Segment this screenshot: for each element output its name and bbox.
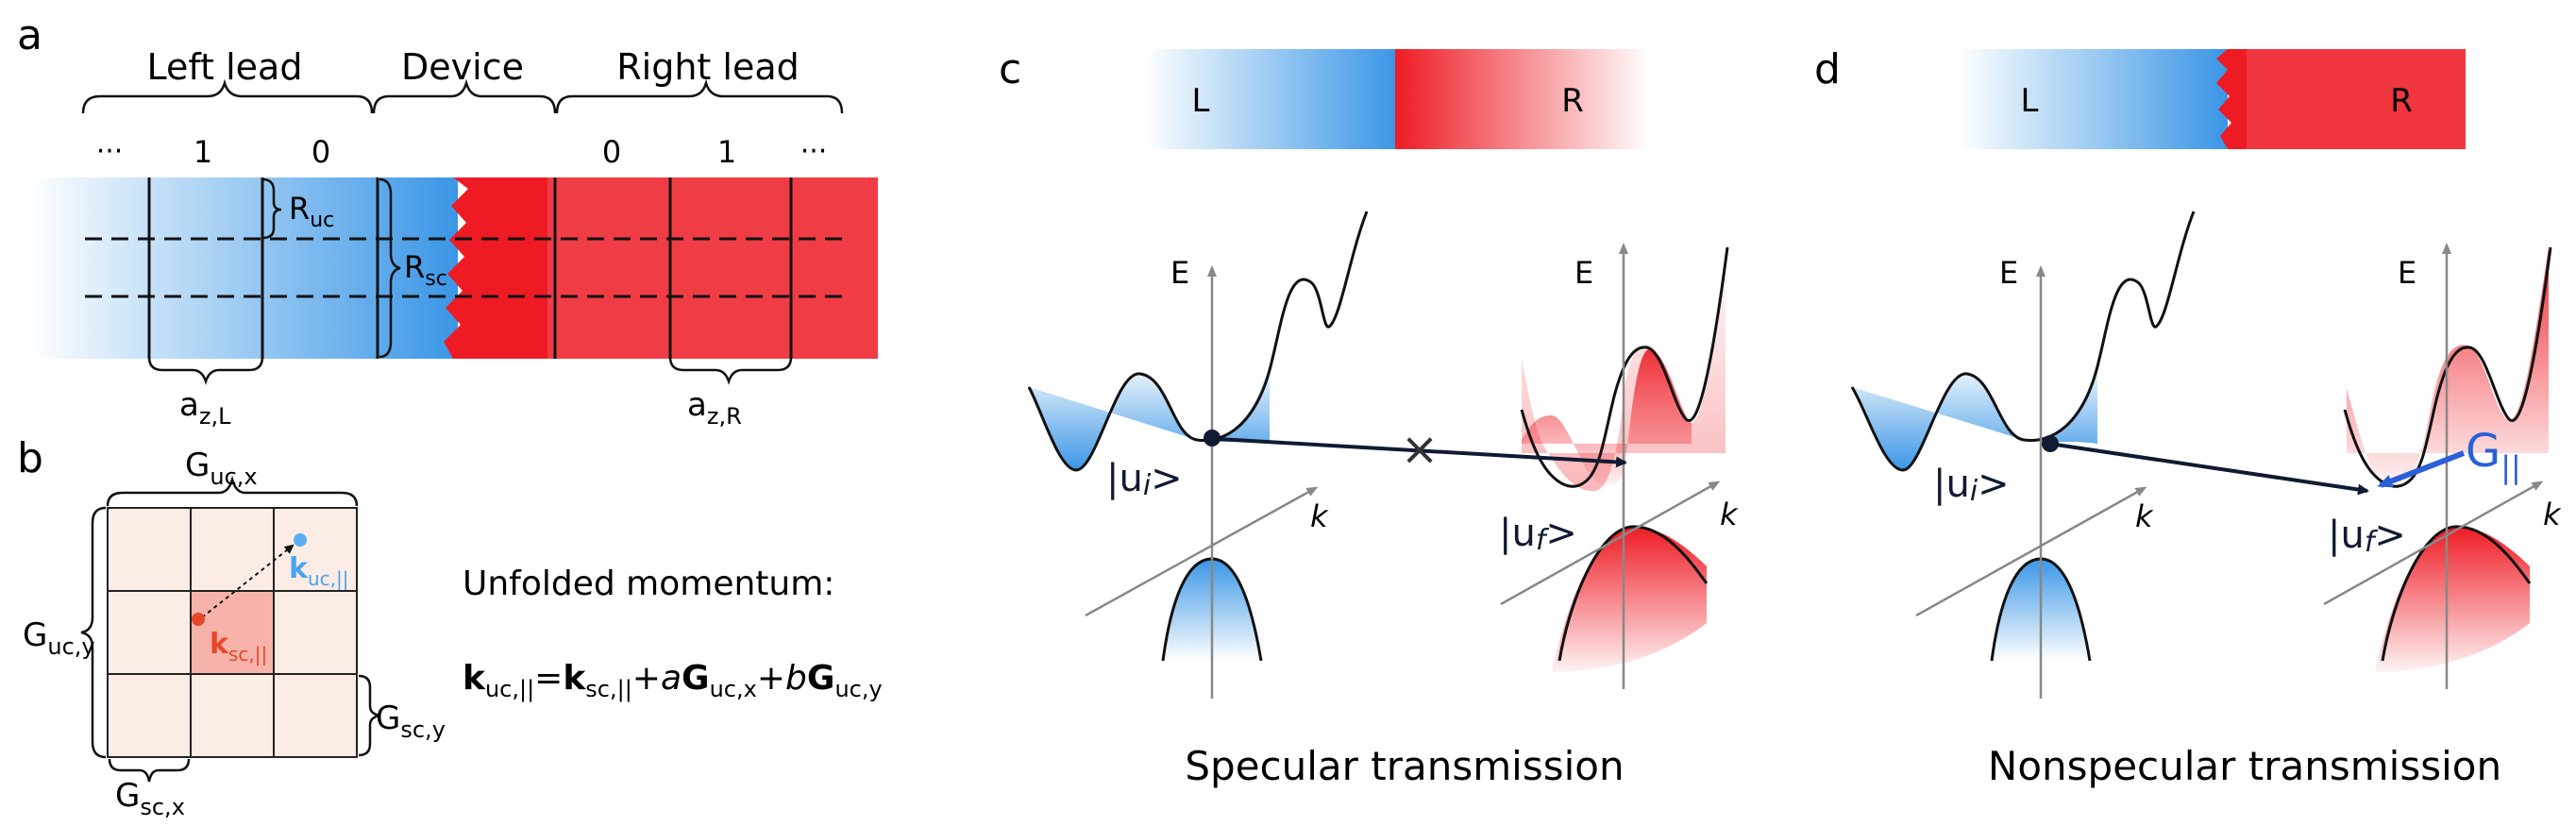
d-bar-left [1958, 49, 2228, 149]
d-caption: Nonspecular transmission [1988, 743, 2501, 789]
panel-b: b kuc,|| ksc,|| Guc,x Guc,y Gsc,y Gsc,x [17, 434, 883, 820]
panel-c: c L R E k E k × |ui> |uf> Specula [999, 45, 1739, 789]
g-scy-label: Gsc,y [376, 700, 446, 743]
left-cell-1: 1 [194, 134, 212, 170]
left-cell-0: 0 [311, 134, 330, 170]
c-forbidden-cross: × [1401, 423, 1439, 476]
c-right-lower-band [1557, 525, 1709, 662]
panel-d-letter: d [1814, 45, 1841, 93]
c-right-k-axis [1500, 480, 1721, 606]
d-right-upper-band [2343, 246, 2552, 488]
ellipsis-left: ··· [96, 135, 124, 168]
c-left-k-axis [1085, 486, 1319, 617]
d-right-k-axis [2323, 480, 2544, 606]
c-bar-right [1395, 49, 1650, 149]
c-transition-arrow [1217, 437, 1627, 468]
brace-left-lead [81, 78, 374, 114]
c-left-upper-band [1027, 211, 1369, 472]
d-right-e-label: E [2398, 255, 2416, 291]
c-right-k-label: k [1720, 497, 1739, 532]
right-cell-0: 0 [602, 134, 621, 170]
c-caption: Specular transmission [1185, 743, 1624, 789]
c-left-e-label: E [1170, 255, 1189, 291]
device-label: Device [401, 46, 524, 88]
left-lead-label: Left lead [147, 46, 303, 88]
d-bar-right-label: R [2390, 82, 2413, 120]
right-lead-region [547, 177, 878, 359]
k-uc-dot [294, 533, 307, 547]
unfolded-momentum-equation: kuc,||=ksc,||+aGuc,x+bGuc,y [463, 659, 883, 702]
right-cell-1: 1 [717, 134, 736, 170]
c-right-upper-band [1520, 246, 1729, 488]
c-bar-right-label: R [1561, 82, 1584, 120]
c-ui-label: |ui> [1106, 457, 1183, 502]
a-zr-label: az,R [687, 386, 742, 430]
k-sc-label: ksc,|| [210, 628, 267, 666]
d-transition-arrow [2055, 443, 2369, 496]
g-scx-label: Gsc,x [115, 777, 185, 820]
panel-a: a Left lead Device Right lead ··· 1 [17, 11, 878, 430]
r-uc-label: Ruc [289, 191, 334, 232]
panel-c-letter: c [999, 45, 1021, 93]
c-uf-label: |uf> [1499, 512, 1577, 557]
d-right-lower-band [2381, 525, 2532, 662]
brace-r-sc [379, 177, 401, 359]
k-uc-label: kuc,|| [289, 552, 348, 590]
c-bar-left [1144, 49, 1397, 149]
brace-g-ucy [80, 506, 107, 759]
panel-a-letter: a [17, 11, 42, 59]
panel-d: d L R E k E k G|| |ui> |uf> [1814, 45, 2562, 789]
d-left-e-label: E [1999, 255, 2018, 291]
brace-r-uc [261, 177, 282, 240]
d-bar-right-fade [2247, 49, 2466, 149]
panel-b-letter: b [17, 434, 43, 482]
d-left-upper-band [1850, 211, 2196, 472]
c-right-e-label: E [1574, 255, 1593, 291]
r-sc-label: Rsc [404, 249, 447, 291]
d-right-k-label: k [2543, 497, 2562, 532]
left-lead-region [28, 177, 458, 359]
d-left-k-label: k [2135, 498, 2154, 534]
brace-a-zl [147, 356, 264, 385]
central-supercell [191, 591, 274, 674]
d-uf-label: |uf> [2328, 514, 2406, 559]
unfolded-momentum-title: Unfolded momentum: [463, 565, 834, 603]
d-left-conduction-fill [1852, 359, 2097, 470]
g-ucx-label: Guc,x [185, 447, 258, 490]
brace-g-ucx [106, 475, 359, 507]
d-initial-state-dot [2042, 435, 2059, 452]
d-g-parallel-label: G|| [2466, 425, 2521, 485]
c-right-conduction-fill [1522, 249, 1726, 492]
brace-g-scx [108, 758, 191, 783]
brace-g-scy [358, 674, 380, 757]
g-ucy-label: Guc,y [23, 616, 95, 660]
right-lead-label: Right lead [616, 46, 800, 88]
c-bar-left-label: L [1192, 82, 1210, 120]
k-sc-dot [192, 613, 205, 626]
c-left-conduction-fill [1029, 359, 1270, 470]
d-bar-left-label: L [2021, 82, 2039, 120]
d-g-parallel-arrow [2377, 450, 2466, 488]
c-left-k-label: k [1310, 498, 1329, 534]
d-ui-label: |ui> [1933, 463, 2010, 508]
brace-a-zr [668, 356, 793, 385]
c-initial-state-dot [1204, 430, 1221, 447]
brace-right-lead [555, 78, 844, 114]
ellipsis-right: ··· [800, 135, 828, 168]
d-left-k-axis [1915, 486, 2147, 617]
a-zl-label: az,L [179, 386, 231, 430]
brace-device [372, 78, 557, 114]
